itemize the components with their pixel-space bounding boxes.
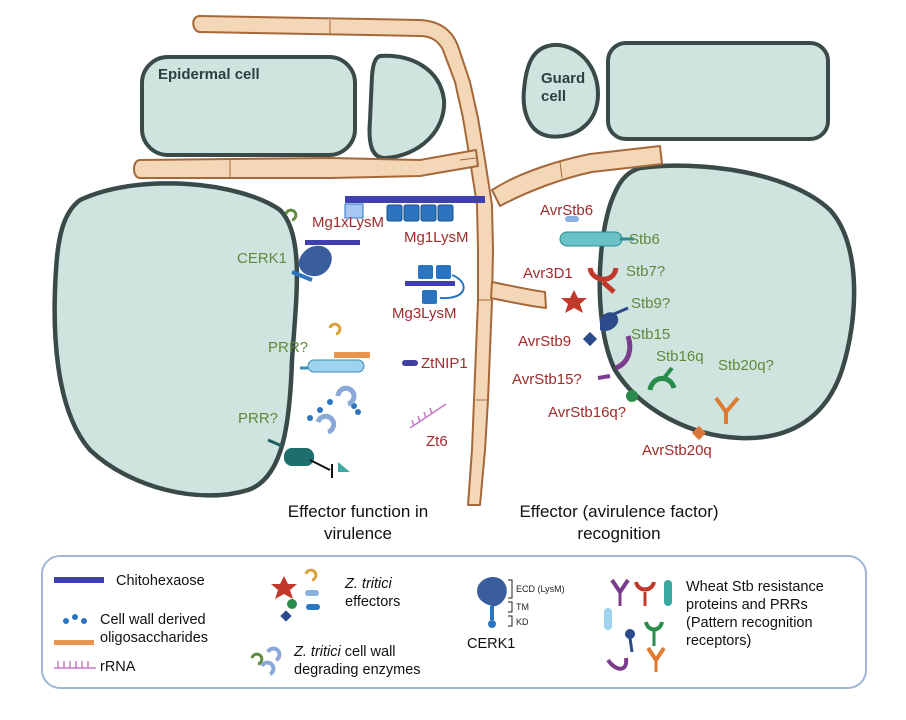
mg3lysm-protein-icon (405, 265, 465, 304)
legend-enzymes-rest: cell wall (344, 644, 396, 660)
legend-wheat-line3: (Pattern recognition (686, 615, 813, 631)
mg1lysm-label: Mg1LysM (404, 229, 469, 246)
avrstb20q-label: AvrStb20q (642, 442, 712, 459)
legend-oligo-label-line1: Cell wall derived (100, 612, 206, 628)
stb7-label: Stb7? (626, 263, 666, 280)
legend-ecd-label: ECD (LysM) (516, 584, 565, 594)
prr-receptor-1-icon (300, 352, 370, 373)
prr-label-1: PRR? (268, 339, 309, 356)
stb20q-receptor-icon (714, 396, 740, 424)
legend-tm-label: TM (516, 602, 529, 612)
guard-neighbour-cell (606, 41, 830, 141)
heading-recognition: Effector (avirulence factor) recognition (496, 501, 742, 545)
legend-enzymes-line1: Z. tritici cell wall (294, 643, 396, 661)
stb7-receptor-icon (587, 267, 619, 294)
avrstb6-label: AvrStb6 (540, 202, 594, 219)
avrstb9-label: AvrStb9 (518, 333, 572, 350)
mg1lysm-protein-icon (386, 204, 454, 222)
stb6-receptor-icon (559, 216, 634, 247)
mg1xlysm-label: Mg1xLysM (312, 214, 384, 231)
legend-chitohexaose-label: Chitohexaose (116, 573, 205, 589)
heading-virulence: Effector function in virulence (268, 501, 448, 545)
legend-kd-label: KD (516, 617, 529, 627)
hyphal-septa (229, 20, 563, 401)
legend-oligo-label-line2: oligosaccharides (100, 630, 209, 646)
stb20q-label: Stb20q? (718, 357, 774, 374)
legend-cerk1-icon (477, 577, 513, 628)
heading-recognition-line1: Effector (avirulence factor) (519, 502, 719, 521)
enzyme-icon-orange (328, 322, 342, 336)
avrstb20q-effector-icon (691, 425, 707, 441)
legend-cerk1-label: CERK1 (467, 636, 516, 652)
heading-virulence-line1: Effector function in (287, 502, 429, 521)
fungal-hyphae (133, 15, 663, 506)
legend-enzymes-italic: Z. tritici (294, 644, 341, 660)
stb6-label: Stb6 (629, 231, 660, 248)
legend-rrna-icon (54, 661, 96, 669)
epidermal-cell-label: Epidermal cell (158, 66, 260, 83)
legend-rrna-label: rRNA (100, 659, 136, 675)
heading-virulence-line2: virulence (323, 524, 393, 543)
legend-chitohexaose-icon (54, 577, 104, 583)
mg3lysm-label: Mg3LysM (392, 305, 457, 322)
avr3d1-label: Avr3D1 (523, 265, 573, 282)
legend-effectors-icon (271, 568, 320, 622)
epidermal-cell-small (367, 53, 447, 161)
enzyme-icon-small (284, 208, 298, 222)
legend-enzymes-icon (250, 646, 282, 676)
epidermal-cell (140, 55, 357, 157)
ztnip1-label: ZtNIP1 (421, 355, 468, 372)
stb16q-label: Stb16q (656, 348, 704, 365)
legend-enzymes-line2: degrading enzymes (294, 662, 421, 678)
legend-effectors-italic: Z. tritici (345, 576, 392, 592)
stb9-receptor-icon (600, 306, 629, 332)
legend-wheat-line1: Wheat Stb resistance (686, 579, 824, 595)
zt6-rrna-icon (409, 403, 447, 429)
legend-effectors-line2: effectors (345, 594, 401, 610)
degrading-enzyme-icons (315, 385, 357, 435)
cerk1-receptor-icon (291, 240, 360, 282)
guard-cell (521, 42, 601, 139)
guard-cell-label-line1: Guard (541, 70, 586, 87)
stb16q-receptor-icon (626, 366, 677, 402)
legend-effectors-line1: Z. tritici (345, 575, 392, 593)
legend-wheat-line2: proteins and PRRs (686, 597, 808, 613)
cell-wall-oligosaccharide-cluster (307, 399, 361, 421)
legend-oligosaccharide-icon (54, 614, 94, 645)
stb15-receptor-icon (597, 335, 633, 380)
stb9-label: Stb9? (631, 295, 671, 312)
ztnip1-icon (402, 360, 418, 366)
zt6-label: Zt6 (426, 433, 448, 450)
avr3d1-effector-icon (561, 290, 587, 313)
heading-recognition-line2: recognition (577, 524, 661, 543)
avrstb16q-label: AvrStb16q? (548, 404, 627, 421)
legend-receptors-icons (604, 578, 672, 672)
left-host-cell (52, 181, 300, 498)
avrstb9-effector-icon (582, 331, 598, 347)
stb15-label: Stb15 (631, 326, 671, 343)
legend-wheat-line4: receptors) (686, 633, 752, 649)
chitohexaose-chain-top (344, 196, 485, 219)
guard-cell-label-line2: cell (541, 88, 567, 105)
cerk1-label: CERK1 (237, 250, 288, 267)
avrstb15-label: AvrStb15? (512, 371, 582, 388)
prr-receptor-2-icon (267, 438, 350, 478)
prr-label-2: PRR? (238, 410, 279, 427)
